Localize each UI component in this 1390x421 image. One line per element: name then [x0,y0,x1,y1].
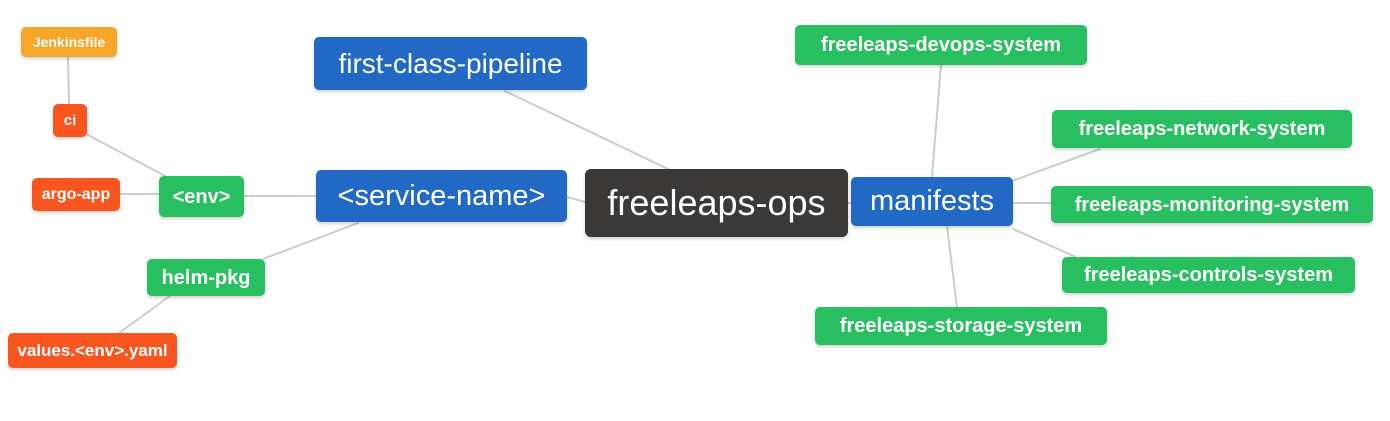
edge-service-name-ops [566,196,586,203]
node-freeleaps-network-system[interactable]: freeleaps-network-system [1052,110,1352,148]
edge-service-name-helm-pkg [262,222,359,260]
edge-manifests-network-system [1011,148,1101,182]
edge-helm-pkg-values-env-yaml [118,295,171,334]
node-manifests[interactable]: manifests [851,177,1013,226]
edge-manifests-devops-system [931,64,942,178]
node-argo-app[interactable]: argo-app [32,178,120,211]
node-service-name[interactable]: <service-name> [316,170,567,222]
node-freeleaps-ops[interactable]: freeleaps-ops [585,169,848,237]
node-jenkinsfile[interactable]: Jenkinsfile [21,27,117,57]
edge-jenkinsfile-ci [67,56,70,105]
edge-first-class-pipeline-ops [504,90,671,171]
node-first-class-pipeline[interactable]: first-class-pipeline [314,37,587,90]
node-ci[interactable]: ci [53,104,87,137]
node-freeleaps-devops-system[interactable]: freeleaps-devops-system [795,25,1087,65]
node-env[interactable]: <env> [159,176,244,217]
edge-manifests-storage-system [946,225,958,308]
edge-manifests-controls-system [1012,228,1077,258]
node-values-env-yaml[interactable]: values.<env>.yaml [8,333,177,368]
node-freeleaps-storage-system[interactable]: freeleaps-storage-system [815,307,1107,345]
node-freeleaps-monitoring-system[interactable]: freeleaps-monitoring-system [1051,186,1373,223]
node-freeleaps-controls-system[interactable]: freeleaps-controls-system [1062,257,1355,293]
node-helm-pkg[interactable]: helm-pkg [147,259,265,296]
edge-ci-env [85,133,168,178]
